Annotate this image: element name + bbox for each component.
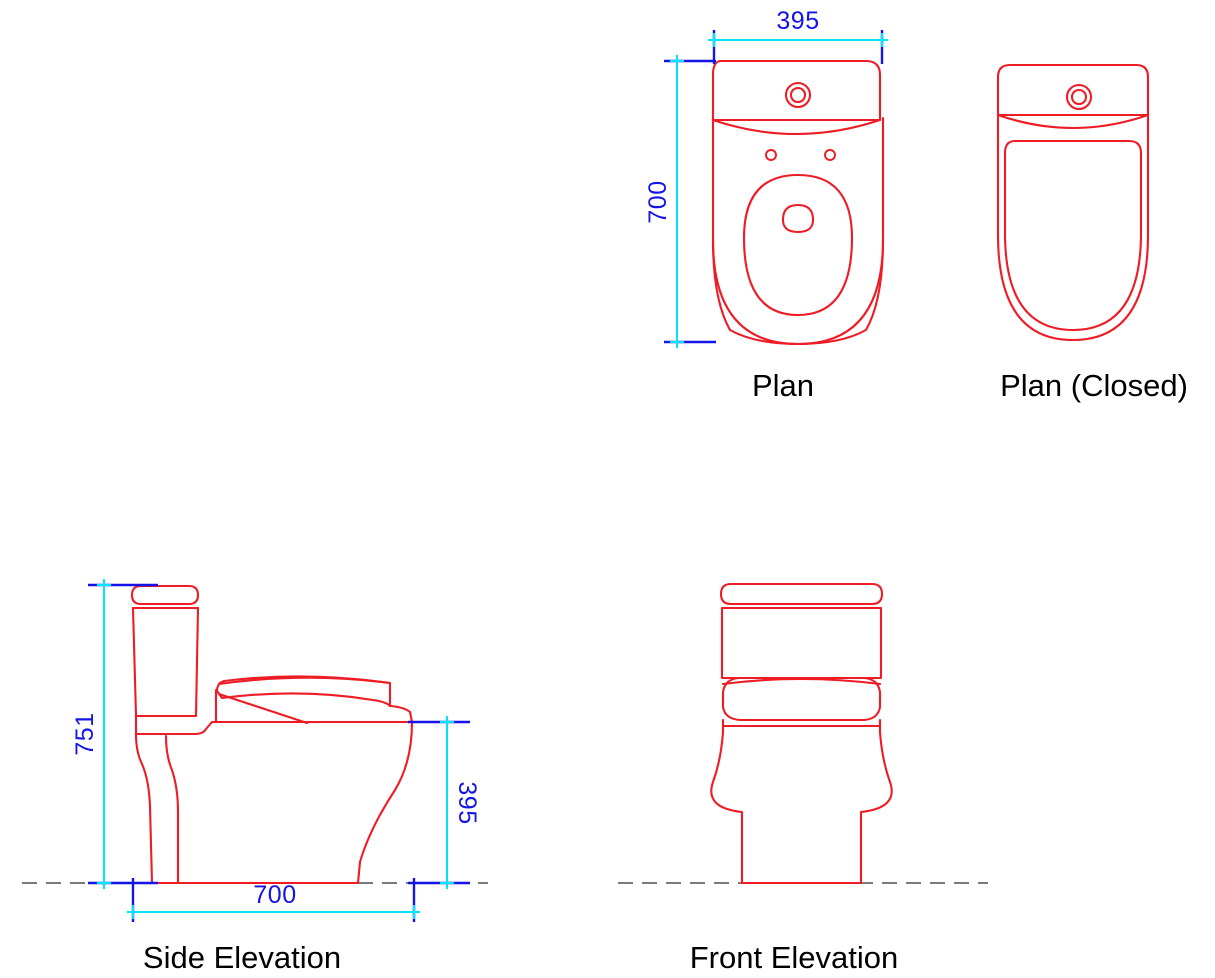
plan-bowl-nose: [711, 238, 885, 346]
front-cistern-body: [720, 606, 883, 680]
plan-dimensions-group: 395 700: [644, 7, 888, 348]
plan-flush-button-inner: [789, 86, 807, 104]
plan-hinge-hole-right: [824, 149, 836, 161]
side-pedestal-rear-outer: [134, 732, 154, 885]
plan-closed-cistern-front-edge: [996, 113, 1150, 129]
plan-cistern-front-edge: [711, 118, 882, 136]
front-elevation-view-group: [618, 582, 988, 885]
side-seat-hinge-diagonal: [217, 692, 309, 725]
side-cistern-lid: [130, 584, 200, 606]
plan-closed-flush-button-outer: [1065, 83, 1093, 111]
plan-closed-flush-button-inner: [1070, 88, 1088, 106]
front-cistern-lid: [719, 582, 884, 606]
side-seat-lid-top-edge: [217, 676, 392, 686]
plan-trapway-opening: [781, 203, 815, 234]
side-bowl-rim-front: [388, 704, 414, 724]
side-length-dimension-text: 700: [253, 881, 296, 909]
side-cistern-body: [131, 606, 200, 718]
front-seat-band-top-curve: [721, 677, 882, 686]
side-elevation-view-label: Side Elevation: [143, 940, 341, 975]
front-pedestal-left-profile: [710, 718, 744, 885]
side-seat-height-dimension-text: 395: [453, 781, 481, 824]
plan-view-group: [711, 59, 885, 346]
side-cistern-base-deck: [134, 714, 226, 736]
plan-flush-button-outer: [784, 81, 812, 109]
plan-hinge-hole-left: [765, 149, 777, 161]
plan-seat-ring: [742, 173, 854, 317]
plan-closed-view-group: [996, 63, 1150, 342]
plan-width-dimension-text: 395: [776, 7, 819, 35]
front-elevation-view-label: Front Elevation: [690, 940, 899, 975]
front-pedestal-right-profile: [859, 718, 893, 885]
plan-closed-lid-outline: [1003, 139, 1143, 332]
side-elevation-dimensions-group: 751 395 700: [71, 579, 481, 922]
plan-depth-dimension-text: 700: [644, 180, 672, 223]
plan-cistern-outline: [711, 59, 882, 122]
side-height-dimension-text: 751: [71, 712, 99, 755]
side-pedestal-rear-inner: [164, 734, 180, 885]
plan-closed-view-label: Plan (Closed): [1000, 368, 1188, 403]
side-bowl-front-profile: [356, 720, 414, 885]
front-seat-band: [721, 676, 882, 722]
plan-closed-bowl-outline: [996, 111, 1150, 342]
plan-view-label: Plan: [752, 368, 814, 403]
